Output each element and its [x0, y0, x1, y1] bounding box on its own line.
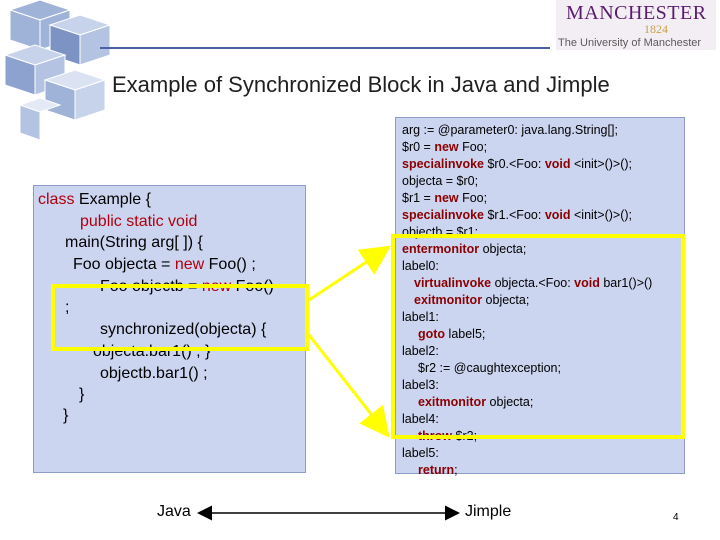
page-number: 4 — [673, 512, 679, 523]
java-line: } — [79, 386, 85, 403]
jimple-line: specialinvoke $r1.<Foo: void <init>()>()… — [402, 208, 632, 222]
jimple-line: specialinvoke $r0.<Foo: void <init>()>()… — [402, 157, 632, 171]
jimple-line: return; — [418, 463, 458, 477]
jimple-line: $r1 = new Foo; — [402, 191, 488, 205]
jimple-line: label1: — [402, 310, 439, 324]
jimple-line: arg := @parameter0: java.lang.String[]; — [402, 123, 618, 137]
jimple-line: entermonitor objecta; — [402, 242, 527, 256]
java-line: ; — [65, 299, 70, 316]
java-line: class Example { — [38, 191, 151, 208]
jimple-line: label4: — [402, 412, 439, 426]
java-code-box: class Example { public static void main(… — [33, 185, 306, 473]
jimple-line: label3: — [402, 378, 439, 392]
arrow-to-entermonitor — [308, 245, 392, 302]
logo-year: 1824 — [644, 22, 668, 36]
java-line: public static void — [80, 213, 198, 230]
java-line: } — [63, 407, 69, 424]
java-line: synchronized(objecta) { — [100, 321, 267, 338]
jimple-line: label2: — [402, 344, 439, 358]
java-line: Foo objecta = new Foo() ; — [73, 256, 256, 273]
jimple-code-box: arg := @parameter0: java.lang.String[]; … — [395, 117, 685, 477]
decorative-cubes-graphic — [3, 0, 112, 141]
jimple-line: goto label5; — [418, 327, 486, 341]
header-rule — [100, 47, 550, 49]
jimple-line: label0: — [402, 259, 439, 273]
slide-title: Example of Synchronized Block in Java an… — [112, 72, 610, 97]
jimple-highlight-frame — [391, 234, 685, 439]
university-logo: MANCHESTER 1824 The University of Manche… — [556, 0, 716, 56]
jimple-line: exitmonitor objecta; — [418, 395, 534, 409]
arrow-to-exitmonitor — [307, 334, 390, 438]
jimple-line: $r2 := @caughtexception; — [418, 361, 561, 375]
java-line: objectb.bar1() ; — [100, 365, 208, 382]
java-label: Java — [157, 503, 191, 520]
logo-name: MANCHESTER — [566, 2, 707, 24]
logo-background — [556, 0, 716, 50]
java-highlight-frame — [51, 284, 309, 351]
jimple-line: $r0 = new Foo; — [402, 140, 488, 154]
jimple-line: objecta = $r0; — [402, 174, 479, 188]
jimple-line: label5: — [402, 446, 439, 460]
jimple-label: Jimple — [465, 503, 512, 520]
logo-university: The University of Manchester — [558, 37, 702, 49]
jimple-line: exitmonitor objecta; — [414, 293, 530, 307]
jimple-line: virtualinvoke objecta.<Foo: void bar1()>… — [414, 276, 653, 290]
java-line: main(String arg[ ]) { — [65, 234, 203, 251]
